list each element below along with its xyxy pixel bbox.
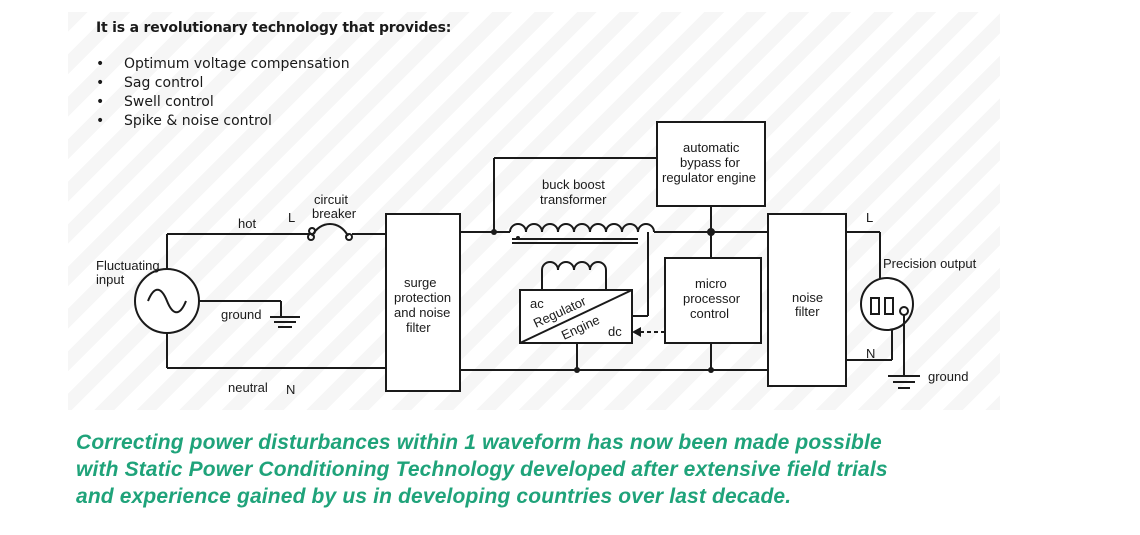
bypass-label-line1: automatic (683, 140, 740, 155)
feature-item: Sag control (96, 74, 350, 93)
micro-label-line3: control (690, 306, 729, 321)
surge-label-line3: and noise (394, 305, 450, 320)
bypass-label-line3: regulator engine (662, 170, 756, 185)
bypass-block (656, 121, 766, 207)
l-label-right: L (866, 210, 873, 225)
regulator-ac-label: ac (530, 296, 544, 311)
circuit-breaker-icon (308, 223, 349, 237)
ground-label-left: ground (221, 307, 261, 322)
feature-list: Optimum voltage compensation Sag control… (96, 55, 350, 131)
breaker-label-line2: breaker (312, 206, 357, 221)
arrow-head-icon (632, 327, 641, 337)
feature-item: Optimum voltage compensation (96, 55, 350, 74)
input-label-line1: Fluctuating (96, 258, 160, 273)
caption: Correcting power disturbances within 1 w… (76, 429, 1016, 510)
surge-label-line2: protection (394, 290, 451, 305)
intro-heading: It is a revolutionary technology that pr… (96, 20, 452, 36)
n-label-left: N (286, 382, 295, 397)
n-label-right: N (866, 346, 875, 361)
feature-item: Spike & noise control (96, 112, 350, 131)
transformer-label-line2: transformer (540, 192, 607, 207)
noise-label-line2: filter (795, 304, 820, 319)
regulator-dc-label: dc (608, 324, 622, 339)
noise-filter-block (767, 213, 847, 387)
output-label: Precision output (883, 256, 977, 271)
sine-wave-icon (147, 288, 187, 314)
caption-line: Correcting power disturbances within 1 w… (76, 431, 882, 454)
transformer-label-line1: buck boost (542, 177, 605, 192)
bypass-label-line2: bypass for (680, 155, 741, 170)
micro-processor-block (664, 257, 762, 344)
surge-protection-block (385, 213, 461, 392)
micro-label-line1: micro (695, 276, 727, 291)
surge-label-line1: surge (404, 275, 437, 290)
transformer-coil-secondary (541, 261, 607, 271)
feature-item: Swell control (96, 93, 350, 112)
l-label-left: L (288, 210, 295, 225)
noise-label-line1: noise (792, 290, 823, 305)
breaker-label-line1: circuit (314, 192, 348, 207)
input-label-line2: input (96, 272, 125, 287)
micro-label-line2: processor (683, 291, 741, 306)
ground-label-right: ground (928, 369, 968, 384)
hot-label: hot (238, 216, 256, 231)
caption-line: and experience gained by us in developin… (76, 485, 792, 508)
neutral-label: neutral (228, 380, 268, 395)
transformer-coil-primary (509, 223, 655, 233)
surge-label-line4: filter (406, 320, 431, 335)
caption-line: with Static Power Conditioning Technolog… (76, 458, 888, 481)
